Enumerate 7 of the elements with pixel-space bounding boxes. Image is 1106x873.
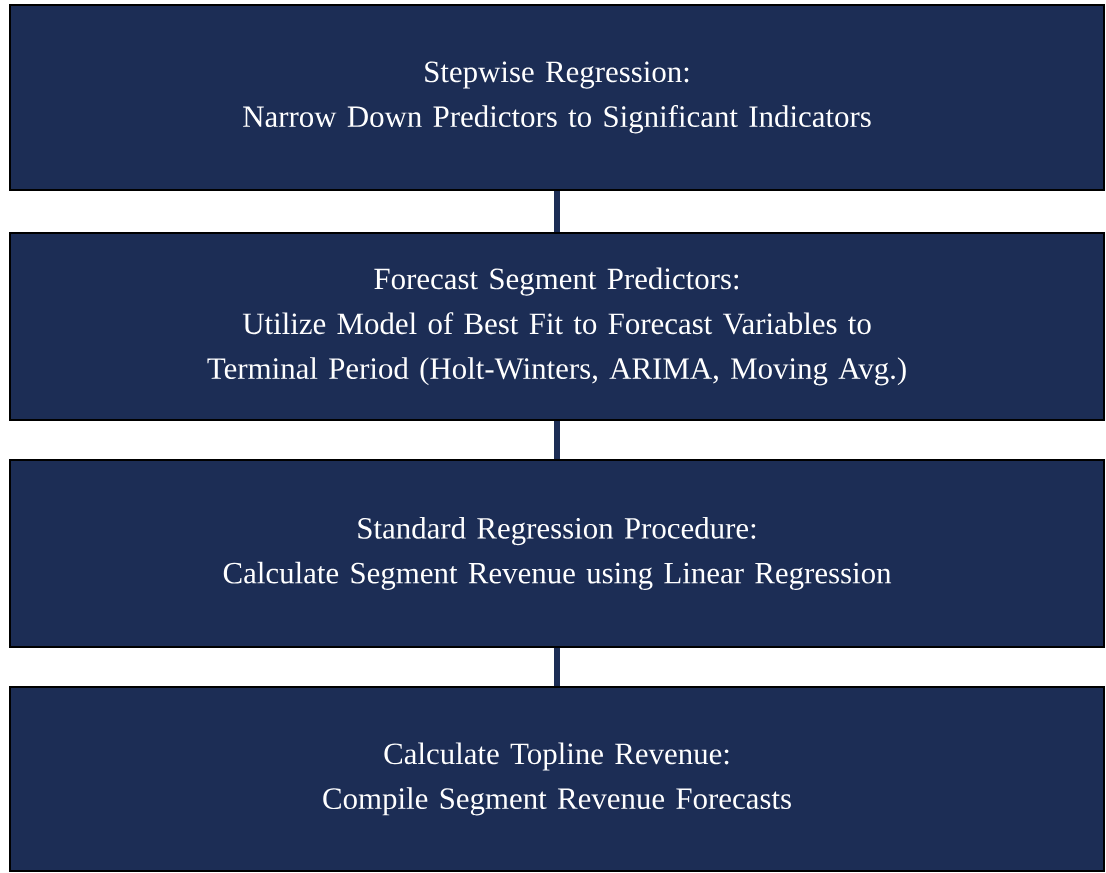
process-box: Stepwise Regression: Narrow Down Predictors to Significant Indicators bbox=[9, 4, 1105, 191]
process-box: Calculate Topline Revenue: Compile Segment Revenue Forecasts bbox=[9, 686, 1105, 872]
connector-line bbox=[554, 191, 560, 232]
process-box: Forecast Segment Predictors: Utilize Model of Best Fit to Forecast Variables to Terminal Period (Holt-Winters, ARIMA, Moving Avg.) bbox=[9, 232, 1105, 421]
process-box: Standard Regression Procedure: Calculate Segment Revenue using Linear Regression bbox=[9, 459, 1105, 648]
connector-line bbox=[554, 421, 560, 459]
connector-line bbox=[554, 648, 560, 686]
